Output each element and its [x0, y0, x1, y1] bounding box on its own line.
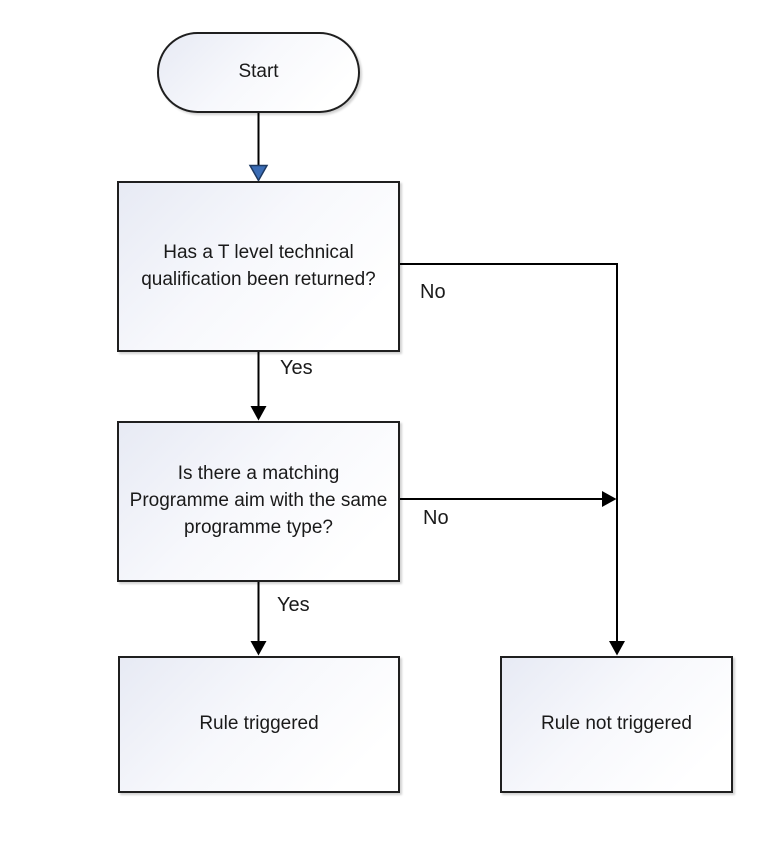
arrowhead-right-icon [602, 491, 617, 507]
arrowhead-down-icon [250, 641, 267, 656]
edge-label-q2-yes: Yes [277, 594, 310, 616]
edge-label-q1-no: No [420, 281, 446, 303]
node-start-label: Start [238, 61, 279, 83]
connector-q1-no [400, 263, 618, 642]
node-rule-triggered-label: Rule triggered [199, 713, 319, 735]
node-start: Start [157, 32, 360, 113]
node-question-t-level-label: Has a T level technical qualification be… [141, 241, 376, 290]
node-question-programme-aim: Is there a matching Programme aim with t… [117, 421, 400, 582]
arrowhead-down-blue-icon [248, 164, 269, 183]
edge-label-q2-no: No [423, 507, 449, 529]
arrowhead-down-icon [250, 406, 267, 421]
edge-label-q1-yes: Yes [280, 357, 313, 379]
node-question-programme-aim-label: Is there a matching Programme aim with t… [129, 463, 388, 538]
arrowhead-down-icon [609, 641, 625, 656]
node-rule-not-triggered-label: Rule not triggered [540, 713, 693, 735]
node-rule-not-triggered: Rule not triggered [500, 656, 733, 793]
node-question-t-level: Has a T level technical qualification be… [117, 181, 400, 352]
node-rule-triggered: Rule triggered [118, 656, 400, 793]
